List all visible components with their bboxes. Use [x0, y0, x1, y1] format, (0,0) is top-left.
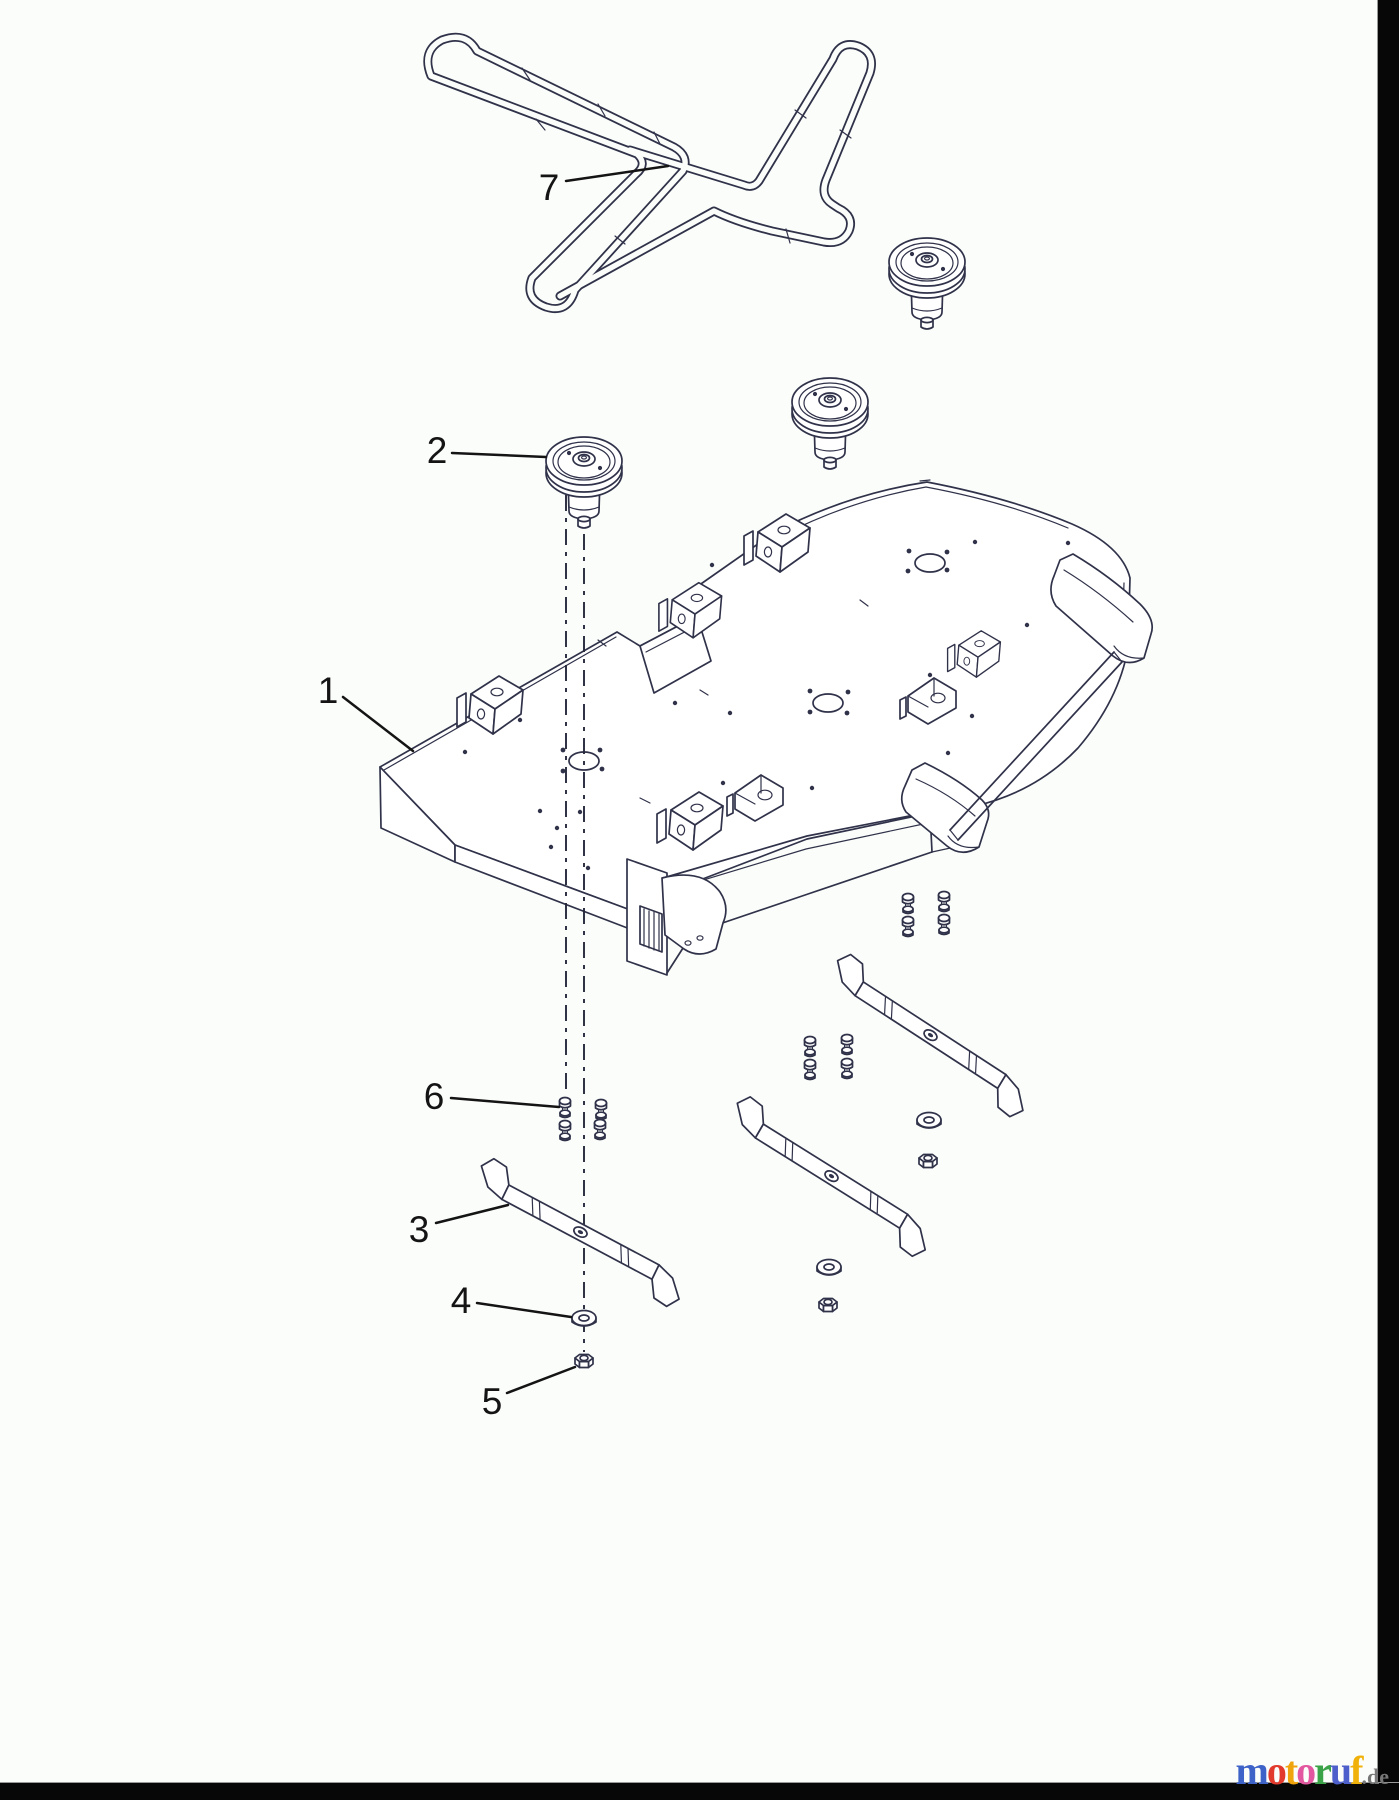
callout-5: 5 — [482, 1381, 503, 1422]
callout-2: 2 — [427, 430, 448, 471]
v-belt — [423, 32, 876, 314]
black-bar-right — [1377, 0, 1399, 1800]
spindle-assembly-right — [888, 237, 966, 330]
callout-6: 6 — [424, 1076, 445, 1117]
bolt-group-right-lower — [803, 1033, 854, 1081]
watermark-word: motoruf — [1235, 1748, 1364, 1793]
belt-segment-ticks — [521, 67, 852, 245]
alignment-lines — [565, 495, 585, 1352]
spindle-assembly-center — [791, 377, 869, 470]
nut-right-lower — [818, 1297, 838, 1313]
watermark-motoruf: motoruf.de — [1236, 1747, 1390, 1794]
front-beam-end-cap — [626, 858, 668, 976]
callout-4: 4 — [451, 1280, 472, 1321]
leader-line-3 — [434, 1203, 510, 1225]
washer-right-upper — [916, 1111, 942, 1129]
leader-line-7 — [564, 164, 670, 183]
leader-line-6 — [449, 1096, 561, 1109]
spindle-hole-right — [905, 548, 950, 574]
leader-line-4 — [475, 1301, 573, 1319]
callout-7: 7 — [539, 167, 560, 208]
spindle-assembly-left — [545, 436, 623, 529]
leader-line-2 — [450, 451, 548, 459]
nut-left — [574, 1353, 594, 1369]
mower-blade-right-lower — [713, 1092, 949, 1262]
beam-gusset-plate — [661, 874, 727, 955]
spindle-hole-center — [807, 688, 851, 716]
bolt-group-right-upper — [901, 890, 951, 938]
watermark-suffix: .de — [1361, 1764, 1390, 1789]
side-brace — [949, 651, 1123, 841]
callouts: 1 2 3 4 5 6 7 — [318, 164, 670, 1422]
bolt-group-left — [558, 1096, 608, 1142]
leader-line-5 — [505, 1365, 577, 1395]
washer-right-lower — [816, 1258, 842, 1276]
washer-left — [571, 1309, 597, 1327]
nut-right-upper — [918, 1153, 938, 1169]
deck-surface-holes — [462, 479, 1071, 871]
callout-1: 1 — [318, 670, 339, 711]
deck-shell — [379, 479, 1154, 976]
leader-line-1 — [341, 695, 415, 753]
mower-blade-left — [460, 1154, 700, 1311]
callout-3: 3 — [409, 1209, 430, 1250]
upper-scroll-plate — [1050, 553, 1154, 664]
black-bar-bottom — [0, 1782, 1399, 1800]
